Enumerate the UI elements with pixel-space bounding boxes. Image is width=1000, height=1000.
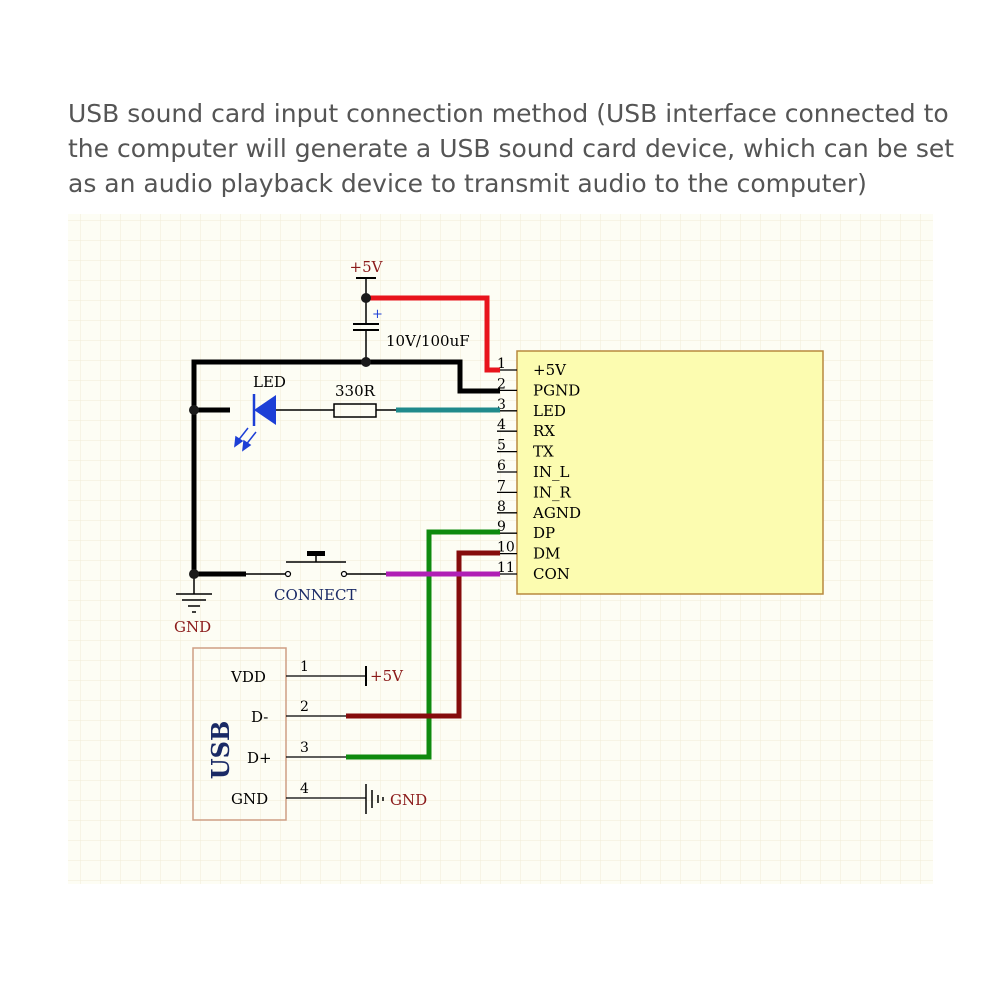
usb-pin-name: GND	[231, 790, 268, 808]
module-pins: 1 +5V 2 PGND 3 LED 4 RX 5 TX 6 IN_L 7 IN_R 8 AGND 9 DP 10 D…	[497, 356, 581, 583]
module-pin-name: RX	[533, 422, 555, 440]
module-pin-name: AGND	[532, 504, 581, 522]
switch-label: CONNECT	[274, 586, 356, 604]
switch-contact-right	[340, 570, 348, 578]
module-pin-number: 1	[497, 356, 506, 372]
junction-dot	[189, 405, 199, 415]
module-pin-number: 9	[497, 519, 506, 535]
usb-pin-number: 3	[300, 740, 309, 756]
module-pin-name: PGND	[533, 381, 580, 399]
module-pin-name: DM	[533, 545, 560, 563]
led-emission-arrows-icon	[234, 427, 257, 452]
wire-dp-green	[346, 529, 500, 760]
junction-dot	[189, 569, 199, 579]
capacitor-plus-sign: +	[372, 307, 383, 322]
module-pin-name: CON	[533, 565, 570, 583]
usb-pin-number: 2	[300, 699, 309, 715]
junction-dot	[361, 357, 371, 367]
led-label: LED	[253, 373, 286, 391]
capacitor-label: 10V/100uF	[386, 332, 470, 350]
module-pin-number: 3	[497, 397, 506, 413]
wire-5v-red	[366, 295, 500, 373]
module-pin-number: 7	[497, 478, 506, 494]
module-pin-name: IN_R	[533, 483, 572, 501]
usb-pin-name: D+	[247, 749, 272, 767]
module-pin-name: +5V	[533, 361, 567, 379]
caption-line-3: as an audio playback device to transmit …	[68, 169, 867, 198]
usb-vcc-flag-label: +5V	[370, 667, 404, 685]
led-triangle-icon	[254, 395, 276, 425]
module-pin-number: 11	[497, 560, 515, 576]
module-pin-number: 5	[497, 438, 506, 454]
usb-connector-title: USB	[206, 721, 235, 780]
switch-contact-left	[284, 570, 292, 578]
module-pin-number: 6	[497, 458, 506, 474]
module-body	[516, 350, 824, 595]
usb-connector-body	[192, 647, 287, 821]
ground-icon	[176, 593, 212, 613]
usb-ground-icon	[365, 784, 384, 814]
wire-dm-darkred	[346, 550, 500, 719]
module-pin-name: IN_L	[533, 463, 570, 481]
module-pin-name: DP	[533, 524, 555, 542]
usb-ground-label: GND	[390, 791, 427, 809]
caption-line-2: the computer will generate a USB sound c…	[68, 134, 955, 163]
module-pin-name: LED	[533, 402, 566, 420]
caption: USB sound card input connection method (…	[68, 96, 968, 201]
junction-dot	[361, 293, 371, 303]
module-pin-number: 10	[497, 540, 515, 556]
resistor-label: 330R	[335, 382, 376, 400]
module-pin-name: TX	[533, 443, 554, 461]
gnd-wire	[191, 359, 500, 574]
usb-pin-name: D-	[251, 708, 268, 726]
module-pin-number: 2	[497, 376, 506, 392]
ground-label: GND	[174, 618, 211, 636]
usb-pin-number: 1	[300, 659, 309, 675]
module-pin-number: 4	[497, 417, 506, 433]
switch-knob	[307, 551, 325, 556]
usb-pin-number: 4	[300, 781, 309, 797]
vcc-label: +5V	[350, 258, 384, 276]
caption-line-1: USB sound card input connection method (…	[68, 99, 949, 128]
module-pin-number: 8	[497, 499, 506, 515]
usb-pin-name: VDD	[230, 668, 266, 686]
